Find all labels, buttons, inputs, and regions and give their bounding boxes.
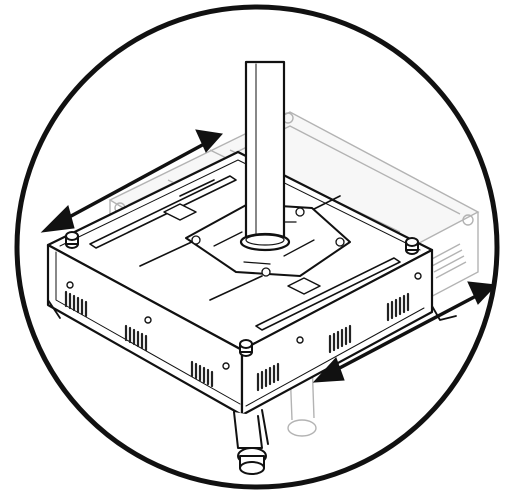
right-panel-vents [256, 292, 410, 392]
knob-right [405, 237, 419, 255]
circle-contents [40, 60, 497, 475]
circle-frame [14, 4, 500, 490]
corner-knobs [65, 231, 419, 357]
rails [89, 175, 401, 331]
panel-screws [66, 272, 422, 370]
lower-bracket [233, 409, 269, 475]
side-feet [47, 299, 457, 321]
double-arrow-icon [312, 281, 497, 383]
double-arrow-icon [40, 129, 223, 233]
slots [163, 203, 321, 295]
drop-pole [239, 60, 291, 252]
left-panel-vents [64, 290, 214, 388]
knob-front [239, 339, 253, 357]
main-mount [46, 60, 457, 475]
knob-left [65, 231, 79, 249]
